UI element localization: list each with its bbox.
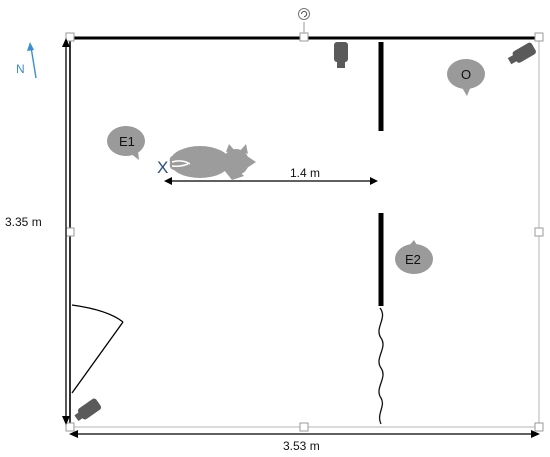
compass-label: N: [16, 62, 25, 76]
width-label: 3.53 m: [283, 439, 320, 453]
bubble-e2: E2: [395, 240, 433, 274]
start-marker: X: [157, 158, 168, 177]
height-label: 3.35 m: [5, 215, 42, 229]
camera-icon: [74, 398, 102, 422]
bubble-e2-label: E2: [405, 252, 421, 267]
distance-label: 1.4 m: [290, 166, 320, 180]
distance-arrow: [164, 177, 378, 185]
curtain-icon: [378, 307, 384, 425]
width-arrow: [69, 430, 540, 438]
compass-arrow-icon: [27, 42, 37, 79]
bubble-e1: E1: [107, 126, 145, 160]
door-arc-icon: [71, 304, 124, 394]
selection-handles[interactable]: [65, 32, 544, 432]
bubble-o: O: [447, 59, 485, 96]
bubble-o-label: O: [461, 67, 471, 82]
camera-icon: [507, 42, 536, 65]
dog-icon: [169, 144, 256, 180]
selection-frame: [69, 36, 540, 428]
height-arrow: [62, 38, 70, 425]
camera-icon: [334, 42, 348, 68]
bubble-e1-label: E1: [119, 134, 135, 149]
